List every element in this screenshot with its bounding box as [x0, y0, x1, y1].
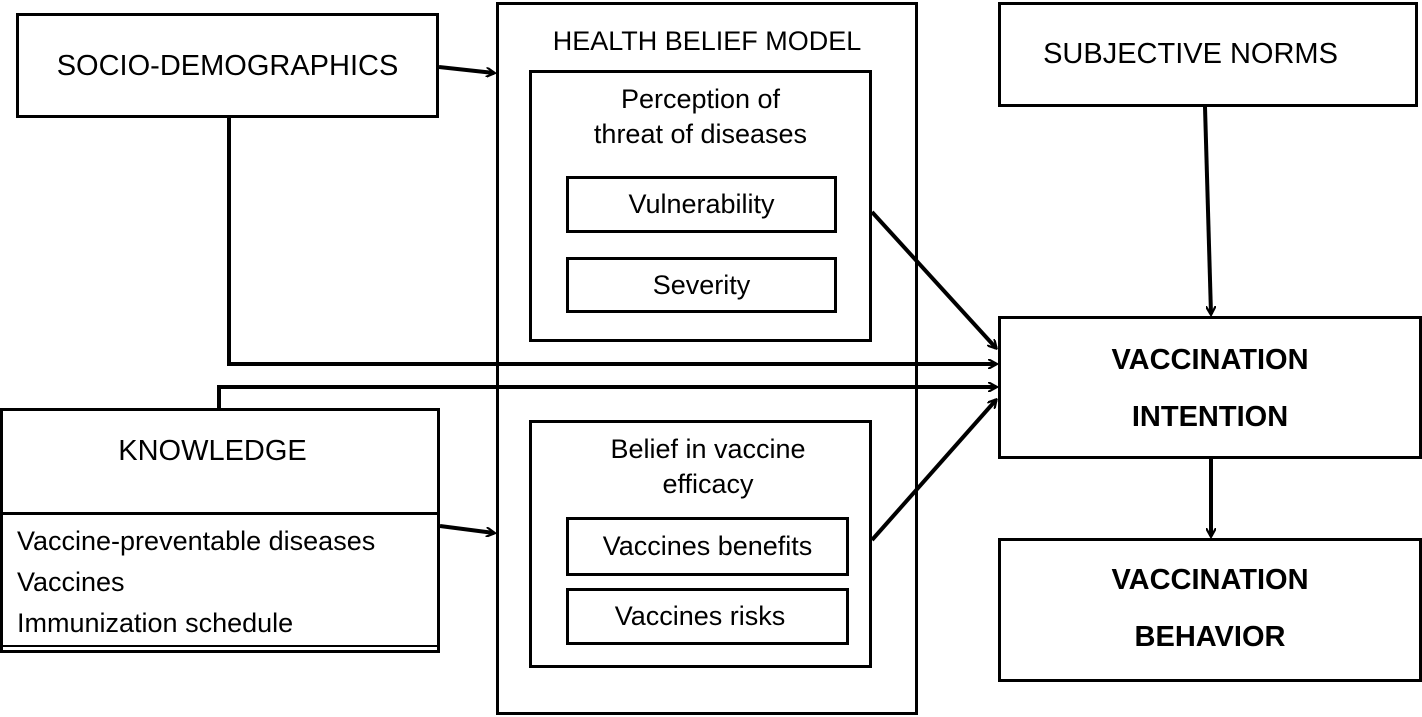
vaccination-intention-label: VACCINATION INTENTION	[998, 332, 1422, 445]
vaccines-benefits-label: Vaccines benefits	[602, 531, 813, 561]
belief-efficacy-line2: efficacy	[662, 469, 754, 500]
knowledge-bottom-line	[0, 645, 440, 647]
knowledge-items: Vaccine-preventable diseases Vaccines Im…	[17, 521, 375, 644]
vaccination-behavior-box	[998, 538, 1422, 682]
perception-threat-label: Perception of threat of diseases	[529, 82, 872, 152]
arrow-norms-to-intention	[1203, 106, 1211, 314]
knowledge-divider	[0, 512, 440, 515]
knowledge-item-schedule: Immunization schedule	[17, 608, 294, 638]
vulnerability-box	[566, 176, 837, 233]
belief-efficacy-line1: Belief in vaccine	[610, 434, 806, 464]
vaccination-behavior-line1: VACCINATION	[1111, 564, 1309, 596]
vaccines-risks-label: Vaccines risks	[614, 601, 786, 631]
arrow-socio-to-hbm	[438, 65, 494, 73]
knowledge-box	[0, 408, 440, 653]
socio-demographics-label: SOCIO-DEMOGRAPHICS	[56, 50, 399, 82]
vulnerability-label: Vulnerability	[628, 189, 775, 219]
severity-box	[566, 257, 837, 313]
perception-threat-line1: Perception of	[620, 84, 781, 114]
vaccines-risks-box	[566, 588, 849, 645]
vaccination-intention-box	[998, 316, 1422, 459]
arrow-knowledge-to-intention	[217, 387, 996, 408]
vaccination-intention-line2: INTENTION	[1131, 400, 1289, 433]
vaccination-behavior-label: VACCINATION BEHAVIOR	[998, 552, 1422, 665]
vaccination-behavior-line2: BEHAVIOR	[1134, 620, 1286, 653]
vaccines-benefits-box	[566, 517, 849, 576]
perception-threat-line2: threat of diseases	[593, 119, 808, 150]
knowledge-item-vaccines: Vaccines	[17, 567, 125, 597]
subjective-norms-label: SUBJECTIVE NORMS	[1043, 38, 1338, 70]
socio-demographics-box	[16, 13, 439, 118]
subjective-norms-box	[998, 2, 1418, 107]
knowledge-label: KNOWLEDGE	[118, 435, 307, 467]
severity-label: Severity	[652, 270, 751, 300]
arrow-socio-to-intention	[227, 118, 996, 364]
health-belief-model-label: HEALTH BELIEF MODEL	[552, 26, 862, 56]
knowledge-item-vpd: Vaccine-preventable diseases	[17, 526, 376, 556]
belief-efficacy-box	[529, 420, 872, 668]
vaccination-intention-line1: VACCINATION	[1111, 344, 1309, 376]
arrow-knowledge-to-hbm	[439, 524, 494, 533]
health-belief-model-box	[496, 2, 918, 715]
perception-threat-box	[529, 70, 872, 342]
arrow-threat-to-intention	[870, 210, 996, 348]
arrow-efficacy-to-intention	[870, 400, 996, 542]
belief-efficacy-label: Belief in vaccine efficacy	[529, 432, 887, 502]
